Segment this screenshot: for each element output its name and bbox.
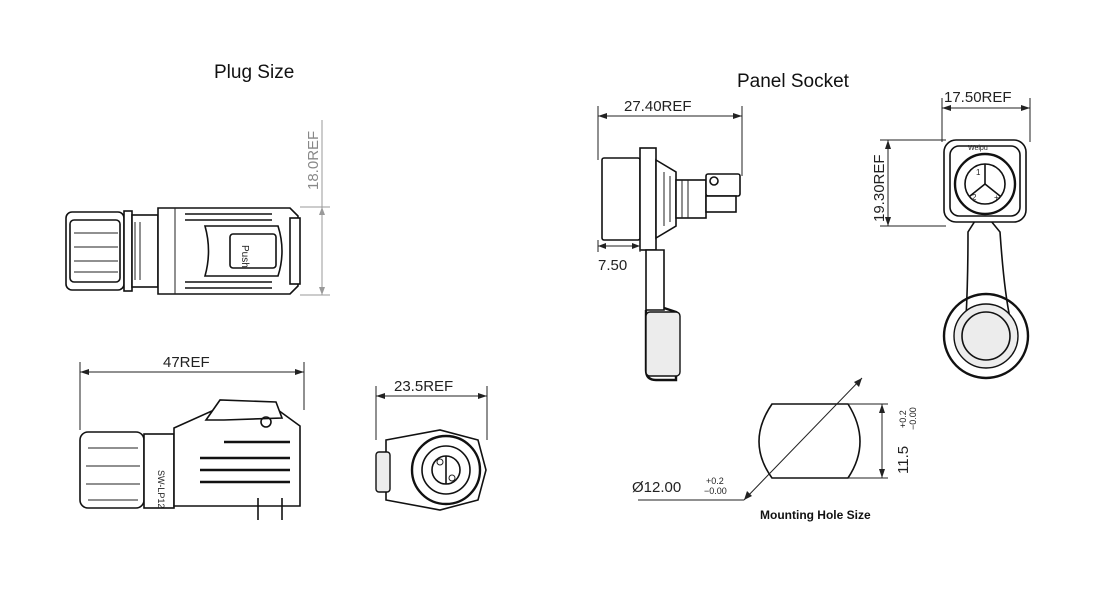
dim-socket-flange: 7.50 [597, 240, 641, 274]
dim-socket-width: 17.50REF [941, 89, 1031, 142]
dim-socket-length: 27.40REF [597, 98, 743, 176]
svg-text:Weipu: Weipu [968, 145, 988, 152]
hole-flat-value: 11.5 [895, 446, 912, 474]
svg-text:2: 2 [972, 193, 977, 202]
dim-plug-height: 18.0REF [300, 120, 330, 296]
plug-height-value: 18.0REF [305, 131, 322, 190]
panel-socket-side-view [601, 147, 741, 382]
plug-iso-view: SW-LP12 [79, 399, 301, 520]
socket-flange-value: 7.50 [598, 257, 627, 274]
dim-plug-front-width: 23.5REF [375, 378, 488, 440]
dim-socket-height: 19.30REF [871, 139, 946, 227]
svg-text:1: 1 [976, 168, 981, 177]
socket-height-value: 19.30REF [871, 154, 888, 222]
svg-text:+: + [994, 193, 999, 202]
panel-socket-title: Panel Socket [737, 71, 850, 92]
dim-plug-length: 47REF [79, 354, 305, 430]
hole-diameter-tol-lower: −0.00 [704, 486, 727, 496]
socket-width-value: 17.50REF [944, 89, 1012, 106]
push-label: Push [239, 245, 250, 268]
hole-flat-tol-upper: +0.2 [898, 410, 908, 428]
hole-diameter-tol-upper: +0.2 [706, 476, 724, 486]
plug-side-view: Push [65, 207, 301, 295]
hole-flat-tol-lower: −0.00 [908, 407, 918, 430]
socket-length-value: 27.40REF [624, 98, 692, 115]
plug-front-width-value: 23.5REF [394, 378, 453, 395]
plug-length-value: 47REF [163, 354, 210, 371]
plug-front-view [375, 429, 487, 511]
plug-size-title: Plug Size [214, 62, 294, 83]
hole-diameter-value: Ø12.00 [632, 479, 681, 496]
mounting-hole-title: Mounting Hole Size [760, 508, 871, 522]
mounting-hole-view: 11.5 +0.2 −0.00 Ø12.00 +0.2 −0.00 Mounti… [632, 377, 918, 522]
panel-socket-front-view: 1 2 + Weipu [942, 139, 1030, 380]
svg-text:SW-LP12: SW-LP12 [156, 470, 166, 508]
